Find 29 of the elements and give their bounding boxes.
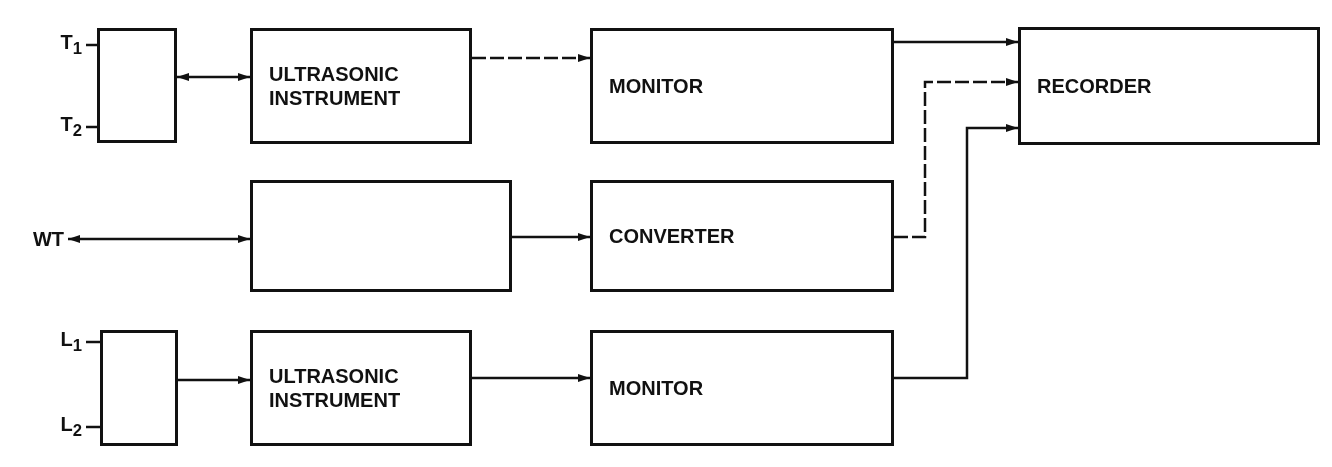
arrow (512, 233, 590, 241)
block-box (590, 28, 894, 144)
arrow (178, 376, 250, 384)
block-label: MONITOR (609, 74, 704, 98)
block-box (590, 180, 894, 292)
signal-label: L$_{1}$ (50, 327, 82, 357)
block-box (250, 28, 472, 144)
arrow (472, 374, 590, 382)
block-box (100, 330, 178, 446)
arrow (177, 73, 250, 81)
block-label: CONVERTER (609, 224, 735, 248)
signal-label: L$_{2}$ (50, 412, 82, 442)
block-label: RECORDER (1037, 74, 1152, 98)
arrow (68, 235, 250, 243)
block-box (250, 330, 472, 446)
arrow (894, 78, 1018, 239)
signal-label: T$_{2}$ (50, 112, 82, 142)
block-box (250, 180, 512, 292)
arrow (894, 38, 1018, 46)
recorder-box (1018, 27, 1320, 145)
block-box (590, 330, 894, 446)
block-box (97, 28, 177, 143)
block-label: ULTRASONIC INSTRUMENT (269, 62, 402, 110)
signal-label: T$_{1}$ (50, 30, 82, 60)
block-label: MONITOR (609, 376, 704, 400)
arrow (894, 124, 1018, 380)
block-label: ULTRASONIC INSTRUMENT (269, 364, 402, 412)
arrow (472, 54, 590, 62)
signal-label: WT (20, 224, 64, 254)
